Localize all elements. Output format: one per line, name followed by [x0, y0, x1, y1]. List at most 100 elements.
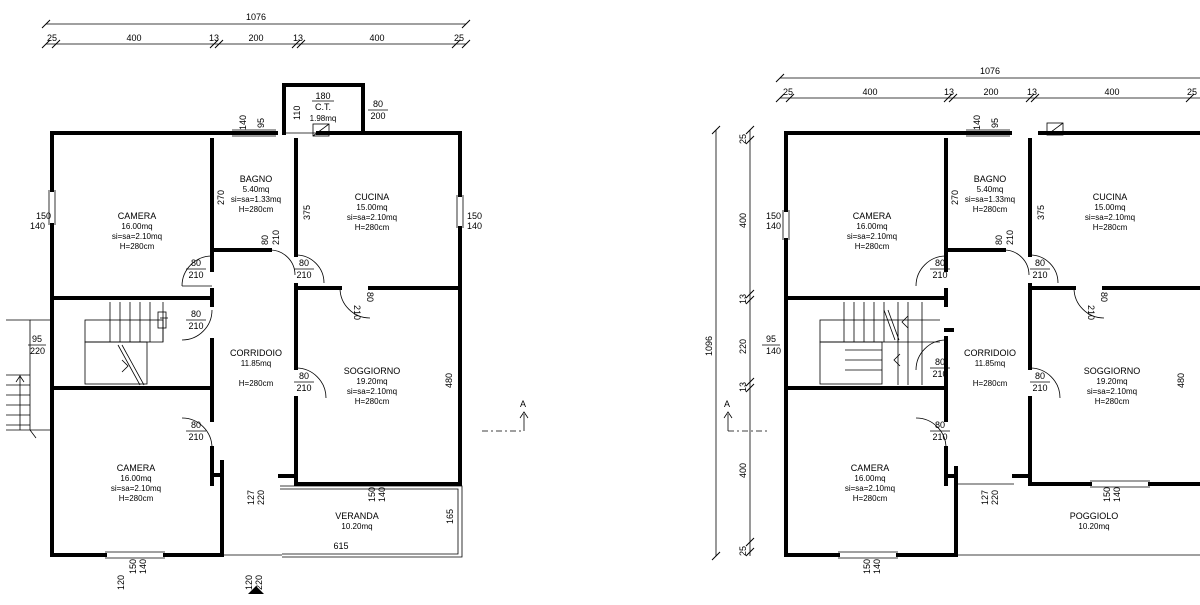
- soggiorno-dim-480: 480: [1176, 373, 1186, 388]
- room-area: 19.20mq: [356, 377, 387, 386]
- dim-seg-5: 13: [293, 33, 303, 43]
- entry-dim-127: 127: [980, 490, 990, 505]
- stair-dim-95: 95: [766, 334, 776, 344]
- bagno-window-95: 95: [256, 118, 266, 128]
- door-label-210: 210: [1005, 230, 1015, 245]
- room-ratio: si=sa=1.33mq: [965, 195, 1015, 204]
- dim-seg-2: 400: [862, 87, 877, 97]
- room-height: H=280cm: [239, 379, 274, 388]
- dim-seg-3: 13: [209, 33, 219, 43]
- room-height: H=280cm: [855, 242, 890, 251]
- stair-dim-220: 220: [30, 346, 45, 356]
- dim-seg-6: 400: [1104, 87, 1119, 97]
- dim-total-height: 1096: [704, 336, 714, 356]
- window-bottom-150: 150: [128, 559, 138, 574]
- window-right-150: 150: [467, 211, 482, 221]
- room-cucina: CUCINA 15.00mq si=sa=2.10mq H=280cm: [1085, 192, 1135, 232]
- dim-seg-1: 25: [783, 87, 793, 97]
- door-label-210: 210: [296, 383, 311, 393]
- window-right-140: 140: [467, 221, 482, 231]
- chimney: [1046, 122, 1064, 136]
- bagno-window-140: 140: [238, 115, 248, 130]
- door-label-210: 210: [296, 270, 311, 280]
- room-height: H=280cm: [1093, 223, 1128, 232]
- dim-seg-4: 200: [983, 87, 998, 97]
- cucina-dim-375: 375: [302, 205, 312, 220]
- room-area: 16.00mq: [121, 222, 152, 231]
- room-ratio: si=sa=2.10mq: [847, 232, 897, 241]
- room-bagno: BAGNO 5.40mq si=sa=1.33mq H=280cm: [231, 174, 281, 214]
- room-area: 10.20mq: [1078, 522, 1109, 531]
- door-label-80: 80: [299, 258, 309, 268]
- bottom-dim-220: 220: [254, 575, 264, 590]
- dim-seg-7: 25: [454, 33, 464, 43]
- room-height: H=280cm: [853, 494, 888, 503]
- room-name: POGGIOLO: [1070, 511, 1119, 521]
- bagno-dim-270: 270: [950, 190, 960, 205]
- ct-chimney: [312, 123, 330, 137]
- dim-left-seg-2: 400: [738, 213, 748, 228]
- room-ratio: si=sa=2.10mq: [112, 232, 162, 241]
- windows: [782, 129, 1150, 559]
- doors: [181, 249, 371, 449]
- room-name: CORRIDOIO: [230, 348, 282, 358]
- dim-seg-5: 13: [1027, 87, 1037, 97]
- room-area: 11.85mq: [975, 359, 1006, 368]
- room-height: H=280cm: [973, 379, 1008, 388]
- dim-seg-3: 13: [944, 87, 954, 97]
- room-name: CUCINA: [355, 192, 390, 202]
- ct-dim-80: 80: [373, 99, 383, 109]
- door-label-210: 210: [188, 270, 203, 280]
- room-soggiorno: SOGGIORNO 19.20mq si=sa=2.10mq H=280cm: [344, 366, 401, 406]
- dim-seg-4: 200: [248, 33, 263, 43]
- section-mark: [723, 411, 768, 432]
- ct-name: C.T.: [315, 102, 331, 112]
- veranda-outline: [222, 485, 463, 558]
- section-label: A: [520, 399, 526, 409]
- door-label-80: 80: [994, 235, 1004, 245]
- room-ratio: si=sa=2.10mq: [845, 484, 895, 493]
- soggiorno-dim-480: 480: [444, 373, 454, 388]
- exterior-stair: [6, 319, 52, 439]
- dim-seg-6: 400: [369, 33, 384, 43]
- dim-left-seg-4: 220: [738, 339, 748, 354]
- room-veranda: VERANDA 10.20mq: [335, 511, 379, 531]
- room-area: 19.20mq: [1096, 377, 1127, 386]
- room-area: 16.00mq: [854, 474, 885, 483]
- dim-left-seg-5: 13: [738, 382, 748, 392]
- bottom-dim-120: 120: [116, 575, 126, 590]
- door-label-80: 80: [1099, 292, 1109, 302]
- veranda-win-140: 140: [377, 487, 387, 502]
- door-label-210: 210: [1086, 305, 1096, 320]
- door-label-80: 80: [1035, 371, 1045, 381]
- door-label-80: 80: [935, 420, 945, 430]
- section-mark: [482, 411, 529, 432]
- doors: [915, 249, 1105, 449]
- room-height: H=280cm: [239, 205, 274, 214]
- staircase: [819, 302, 940, 385]
- door-label-210: 210: [932, 270, 947, 280]
- dim-left-seg-7: 25: [738, 546, 748, 556]
- room-height: H=280cm: [355, 397, 390, 406]
- ground-floor-plan: 1076 25 400 13 200 13 400 25: [6, 12, 529, 594]
- entry-dim-220: 220: [990, 490, 1000, 505]
- room-cucina: CUCINA 15.00mq si=sa=2.10mq H=280cm: [347, 192, 397, 232]
- staircase: [84, 302, 168, 386]
- room-name: SOGGIORNO: [344, 366, 401, 376]
- dim-left-seg-6: 400: [738, 463, 748, 478]
- room-height: H=280cm: [1095, 397, 1130, 406]
- dim-total-width: 1076: [246, 12, 266, 22]
- room-corridoio: CORRIDOIO 11.85mq H=280cm: [230, 348, 282, 388]
- veranda-length: 615: [333, 541, 348, 551]
- door-label-210: 210: [1032, 270, 1047, 280]
- door-label-210: 210: [188, 321, 203, 331]
- room-corridoio: CORRIDOIO 11.85mq H=280cm: [964, 348, 1016, 388]
- window-bottom-140: 140: [138, 559, 148, 574]
- room-area: 5.40mq: [977, 185, 1004, 194]
- door-label-80: 80: [935, 357, 945, 367]
- room-name: SOGGIORNO: [1084, 366, 1141, 376]
- ct-dim-180: 180: [315, 91, 330, 101]
- door-label-210: 210: [271, 230, 281, 245]
- top-dimension-chain: 1076 25 400 13 200 13 400 25: [775, 66, 1200, 103]
- room-name: BAGNO: [240, 174, 273, 184]
